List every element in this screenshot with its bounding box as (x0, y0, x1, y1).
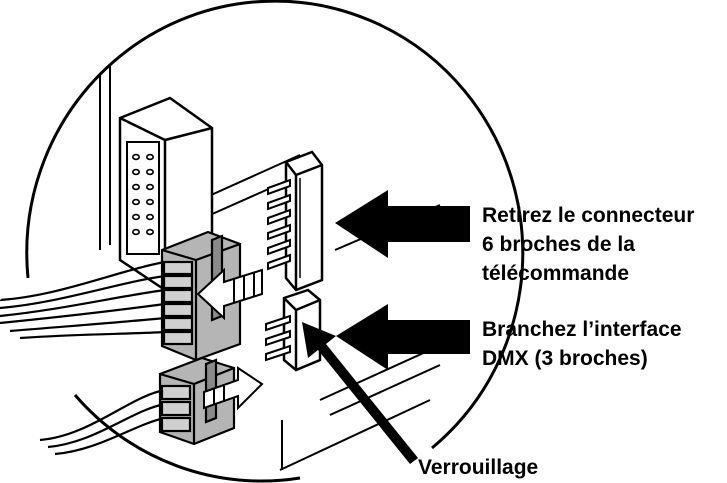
six-pin-header-pins (267, 178, 291, 271)
callout-line: télécommande (482, 262, 630, 285)
pin-holes (132, 153, 155, 236)
chassis-panel (99, 62, 441, 471)
lock-callout: Verrouillage (418, 453, 538, 482)
callout-line: 6 broches de la (482, 233, 635, 256)
dmx-three-pin-plug (158, 356, 236, 446)
connect-callout-arrow-icon (336, 304, 470, 370)
dmx-cable-wires (39, 388, 166, 456)
magnifier-circle (25, 0, 525, 483)
three-pin-header-pins (265, 314, 291, 362)
remove-callout-arrow-icon (335, 190, 470, 258)
lock-callout-arrow-icon (302, 322, 418, 464)
lock-label: Verrouillage (418, 456, 539, 479)
callout-line: DMX (3 broches) (482, 347, 648, 370)
remote-cable-wires (0, 260, 166, 340)
insert-motion-arrow-icon (203, 366, 264, 411)
remove-motion-arrow-icon (196, 267, 263, 321)
connect-dmx-callout: Branchez l’interface DMX (3 broches) (482, 315, 682, 373)
callout-line: Retirez le connecteur (482, 204, 695, 227)
remove-connector-callout: Retirez le connecteur 6 broches de la té… (482, 201, 694, 288)
six-pin-header (284, 150, 324, 292)
callout-line: Branchez l’interface (482, 318, 682, 341)
